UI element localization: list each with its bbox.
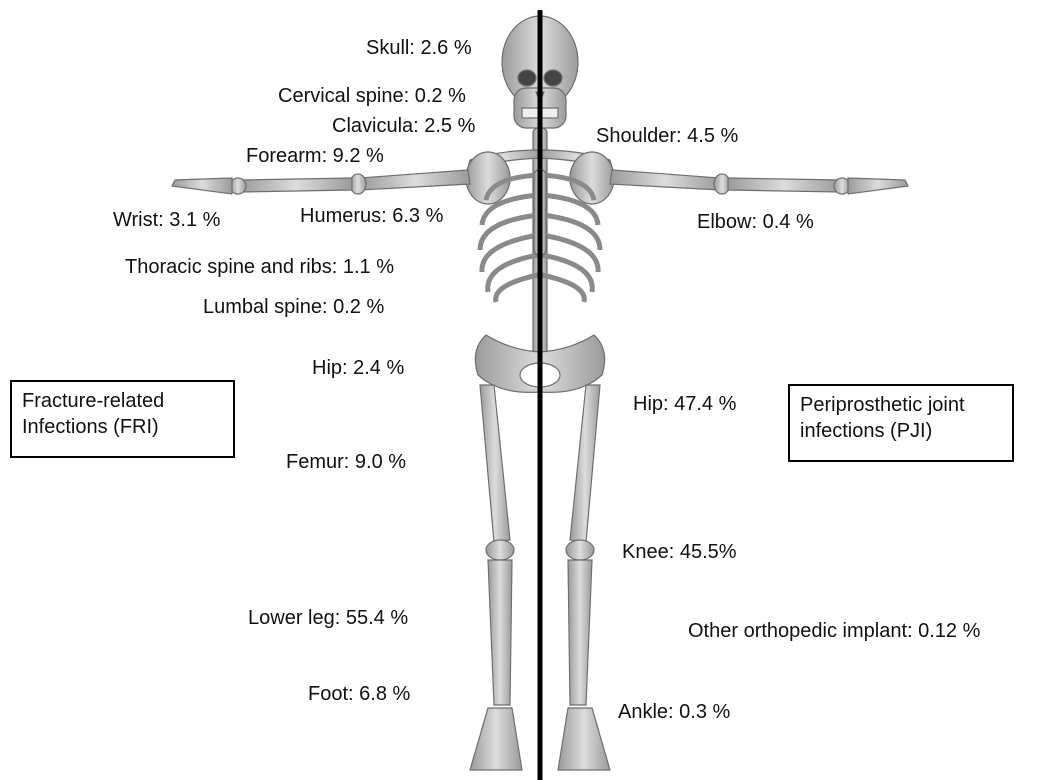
label-wrist: Wrist: 3.1 % — [113, 210, 220, 230]
label-knee: Knee: 45.5% — [622, 542, 737, 562]
femur-left-bone — [480, 385, 510, 542]
forearm-right-bone — [728, 178, 840, 192]
label-elbow: Elbow: 0.4 % — [697, 212, 814, 232]
tibia-right-bone — [568, 560, 592, 705]
foot-right-bone — [558, 708, 610, 770]
femur-right-bone — [570, 385, 600, 542]
tibia-left-bone — [488, 560, 512, 705]
fri-box: Fracture-related Infections (FRI) — [10, 380, 235, 458]
humerus-right-bone — [610, 170, 720, 190]
label-ankle: Ankle: 0.3 % — [618, 702, 730, 722]
pji-box-line1: Periprosthetic joint — [800, 392, 1002, 418]
pji-box-line2: infections (PJI) — [800, 418, 1002, 444]
label-foot: Foot: 6.8 % — [308, 684, 410, 704]
label-shoulder: Shoulder: 4.5 % — [596, 126, 738, 146]
label-lower-leg: Lower leg: 55.4 % — [248, 608, 408, 628]
label-cervical-spine: Cervical spine: 0.2 % — [278, 86, 466, 106]
fri-box-line2: Infections (FRI) — [22, 414, 223, 440]
label-femur: Femur: 9.0 % — [286, 452, 406, 472]
label-thoracic-spine: Thoracic spine and ribs: 1.1 % — [125, 257, 394, 277]
label-clavicula: Clavicula: 2.5 % — [332, 116, 475, 136]
label-hip-pji: Hip: 47.4 % — [633, 394, 736, 414]
label-hip-fri: Hip: 2.4 % — [312, 358, 404, 378]
label-lumbal-spine: Lumbal spine: 0.2 % — [203, 297, 384, 317]
label-other-implant: Other orthopedic implant: 0.12 % — [688, 621, 980, 641]
hand-right-bone — [848, 178, 908, 194]
pji-box: Periprosthetic joint infections (PJI) — [788, 384, 1014, 462]
forearm-left-bone — [240, 178, 352, 192]
label-skull: Skull: 2.6 % — [366, 38, 472, 58]
label-forearm: Forearm: 9.2 % — [246, 146, 384, 166]
label-humerus: Humerus: 6.3 % — [300, 206, 443, 226]
fri-box-line1: Fracture-related — [22, 388, 223, 414]
humerus-left-bone — [360, 170, 470, 190]
foot-left-bone — [470, 708, 522, 770]
hand-left-bone — [172, 178, 232, 194]
